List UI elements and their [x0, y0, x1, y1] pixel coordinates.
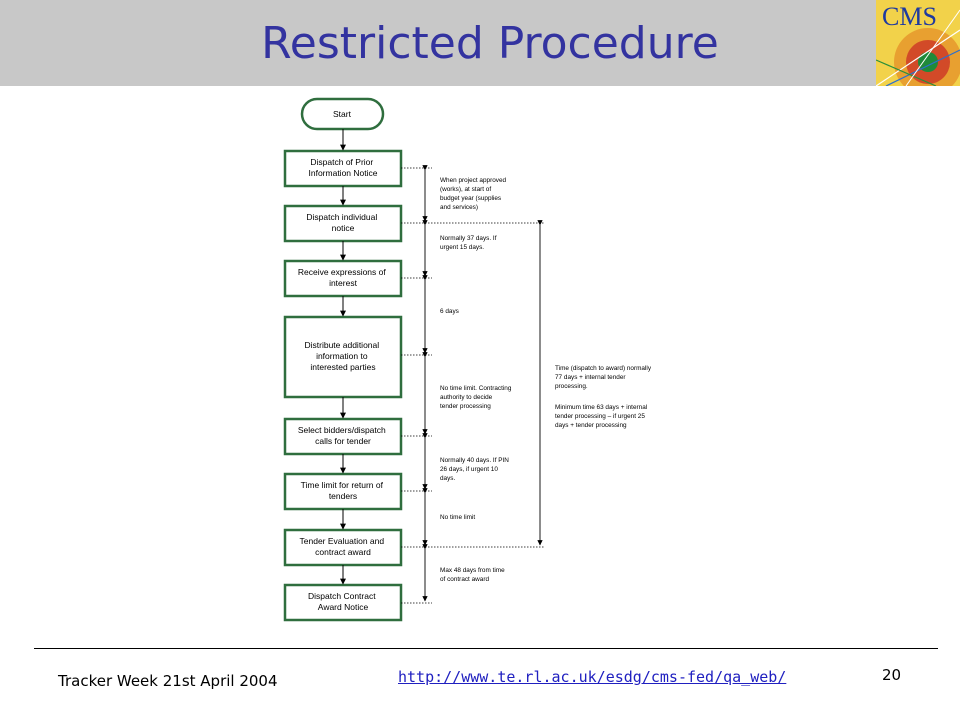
footer-url-link[interactable]: http://www.te.rl.ac.uk/esdg/cms-fed/qa_w… [398, 668, 787, 686]
step-box-5 [283, 417, 403, 456]
step-label-8: Dispatch Contract Award Notice [308, 591, 378, 612]
slide-title: Restricted Procedure [261, 18, 719, 69]
overall-note: Time (dispatch to award) normally 77 day… [555, 365, 653, 429]
note-6: No time limit [440, 514, 475, 521]
note-4: No time limit. Contracting authority to … [440, 385, 513, 410]
cms-logo-graphic [876, 0, 960, 86]
step-label-1: Dispatch of Prior Information Notice [309, 157, 378, 178]
step-label-6: Time limit for return of tenders [301, 480, 386, 501]
cms-logo: CMS [876, 0, 960, 86]
step-box-2 [283, 204, 403, 243]
note-3: 6 days [440, 308, 459, 315]
header-bar [0, 0, 960, 86]
step-box-4 [283, 315, 403, 399]
step-label-7: Tender Evaluation and contract award [300, 536, 387, 557]
interval-arrows [422, 165, 543, 602]
footer-event-label: Tracker Week 21st April 2004 [58, 672, 278, 690]
footer-divider [34, 648, 938, 649]
page-number: 20 [882, 666, 902, 684]
start-label: Start [333, 109, 352, 119]
step-label-5: Select bidders/dispatch calls for tender [298, 425, 388, 446]
step-box-8 [283, 583, 403, 622]
step-box-7 [283, 528, 403, 567]
note-7: Max 48 days from time of contract award [440, 567, 506, 583]
step-box-3 [283, 259, 403, 298]
cms-logo-text: CMS [882, 2, 937, 31]
step-label-2: Dispatch individual notice [306, 212, 379, 233]
note-5: Normally 40 days. If PIN 26 days, if urg… [440, 457, 511, 482]
step-label-4: Distribute additional information to int… [304, 340, 381, 372]
note-2: Normally 37 days. If urgent 15 days. [440, 235, 498, 251]
note-1: When project approved (works), at start … [440, 177, 508, 211]
step-label-3: Receive expressions of interest [298, 267, 388, 288]
